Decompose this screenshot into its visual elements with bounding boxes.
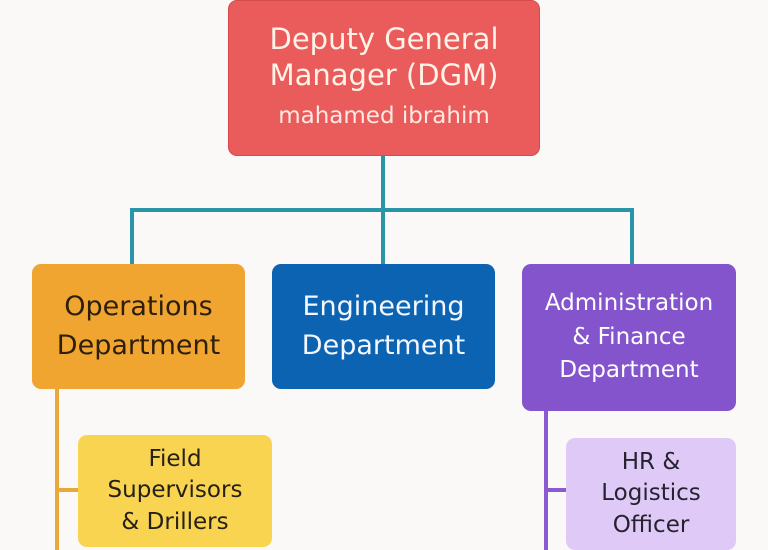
field-supervisors-label-line-2: Supervisors <box>107 477 243 504</box>
dgm-title-line-1: Deputy General <box>269 22 499 57</box>
dgm-name: mahamed ibrahim <box>278 103 490 130</box>
engineering-label-line-2: Department <box>301 329 466 361</box>
dgm-node: Deputy General Manager (DGM) mahamed ibr… <box>228 0 540 156</box>
operations-label-line-1: Operations <box>64 291 213 323</box>
administration-label-line-2: & Finance <box>572 323 686 350</box>
administration-label-line-1: Administration <box>544 290 714 317</box>
dgm-title-line-2: Manager (DGM) <box>269 57 499 92</box>
administration-finance-department-node: Administration & Finance Department <box>522 264 736 411</box>
administration-label-line-3: Department <box>559 357 699 384</box>
field-supervisors-drillers-node: Field Supervisors & Drillers <box>78 435 272 547</box>
engineering-label-line-1: Engineering <box>302 291 465 323</box>
operations-label-line-2: Department <box>56 329 221 361</box>
field-supervisors-label-line-3: & Drillers <box>121 508 229 535</box>
hr-logistics-label-line-1: HR & <box>621 449 681 476</box>
operations-department-node: Operations Department <box>32 264 245 389</box>
hr-logistics-label-line-2: Logistics <box>601 480 701 507</box>
engineering-department-node: Engineering Department <box>272 264 495 389</box>
field-supervisors-label-line-1: Field <box>148 446 202 473</box>
hr-logistics-officer-node: HR & Logistics Officer <box>566 438 736 550</box>
hr-logistics-label-line-3: Officer <box>612 511 690 538</box>
